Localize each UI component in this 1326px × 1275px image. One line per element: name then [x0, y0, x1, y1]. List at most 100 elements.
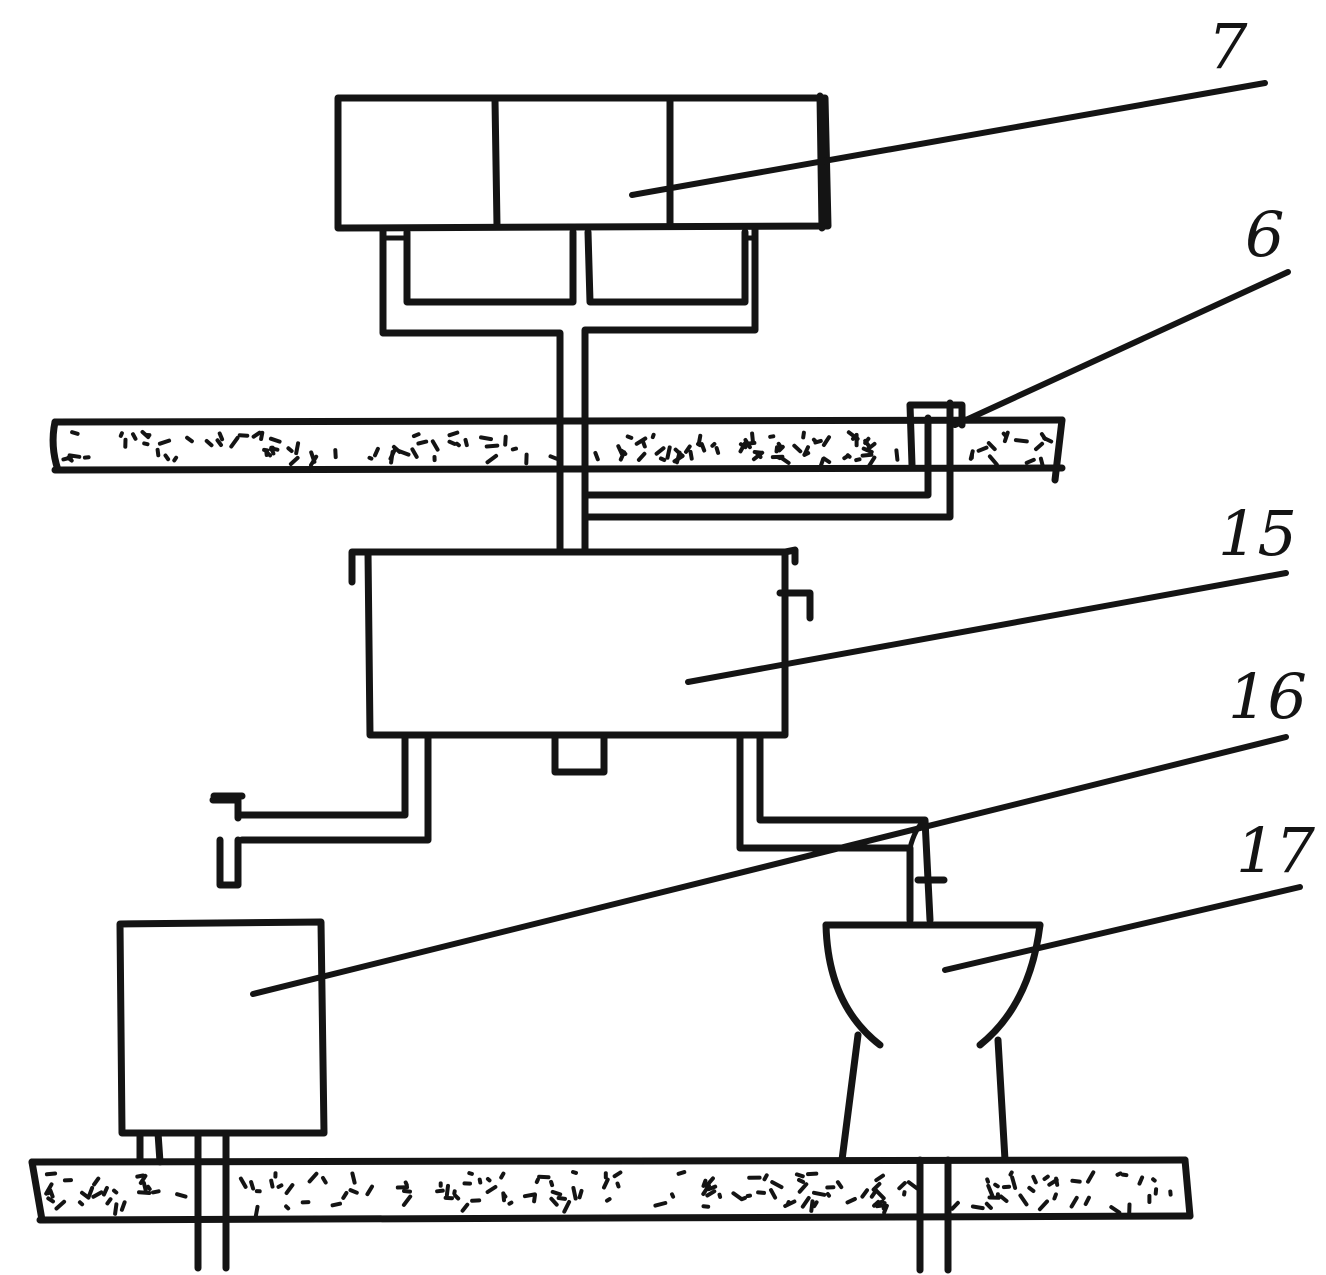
slab-speck [341, 1191, 349, 1200]
slab-speck [276, 1183, 284, 1189]
slab-speck [818, 456, 826, 469]
slab-speck [321, 1176, 328, 1185]
slab-speck [1018, 1193, 1029, 1207]
lower-tank [116, 918, 328, 1272]
slab-speck [738, 441, 747, 454]
slab-speck [1086, 1170, 1096, 1184]
slab-speck [658, 456, 667, 462]
slab-speck [696, 442, 702, 448]
slab-speck [706, 1184, 718, 1192]
slab-speck [522, 1192, 537, 1199]
slab-speck [70, 430, 80, 436]
slab-speck [141, 1181, 148, 1193]
label-15: 15 [1218, 497, 1297, 570]
slab-speck [605, 1197, 612, 1203]
slab-speck [675, 450, 682, 465]
slab-speck [970, 1204, 985, 1211]
slab-speck [821, 435, 831, 447]
slab-speck [987, 454, 999, 467]
slab-speck [654, 446, 666, 456]
slab-speck [284, 1183, 295, 1195]
slab-speck [1120, 1172, 1129, 1178]
slab-speck [485, 1185, 498, 1194]
slab-speck [113, 1202, 119, 1216]
slab-speck [999, 1194, 1009, 1203]
slab-speck [778, 455, 791, 465]
slab-speck [217, 431, 225, 442]
slab-speck [776, 441, 783, 449]
slab-speck [701, 1204, 711, 1209]
slab-speck [697, 433, 703, 445]
slab-speck [411, 432, 421, 439]
slab-speck [137, 1190, 152, 1195]
slab-speck [665, 445, 672, 460]
upper-floor-slab [49, 416, 1066, 484]
slab-speck [112, 1188, 119, 1195]
slab-speck [792, 443, 803, 454]
slab-speck [1047, 1178, 1059, 1187]
slab-speck [813, 438, 823, 445]
slab-speck [863, 438, 871, 448]
slab-speck [365, 1184, 374, 1197]
slab-speck [397, 449, 411, 457]
toilet [822, 921, 1044, 1274]
slab-speck [762, 1173, 769, 1182]
slab-speck [401, 1194, 413, 1207]
slab-speck [705, 1189, 717, 1198]
slab-speck [249, 1180, 256, 1191]
slab-speck [284, 1204, 291, 1211]
slab-speck [44, 1171, 58, 1177]
slab-speck [229, 435, 240, 449]
slab-speck [172, 455, 179, 463]
slab-speck [253, 1204, 260, 1219]
slab-speck [1037, 1199, 1049, 1212]
slab-speck [872, 1199, 885, 1207]
slab-speck [138, 1173, 148, 1185]
slab-speck [906, 1180, 920, 1191]
slab-speck [1109, 1205, 1122, 1215]
slab-speck [801, 430, 806, 440]
slab-speck [463, 437, 469, 448]
slab-speck [477, 1177, 483, 1185]
slab-speck [485, 1177, 492, 1183]
slab-speck [430, 439, 440, 452]
label-6: 6 [1245, 198, 1284, 271]
slab-speck [809, 1199, 815, 1213]
slab-speck [507, 1200, 514, 1206]
slab-speck [794, 1172, 805, 1179]
slab-speck [46, 1196, 55, 1204]
slab-speck [770, 1180, 784, 1190]
slab-speck [119, 1200, 127, 1212]
slab-speck [485, 453, 499, 465]
slab-speck [286, 446, 294, 453]
slab-speck [1031, 1174, 1038, 1185]
slab-speck [1008, 1170, 1014, 1177]
slab-speck [860, 452, 874, 458]
middle-tank [348, 546, 814, 776]
slab-speck [897, 1181, 907, 1191]
slab-speck [238, 1176, 248, 1189]
slab-speck [1013, 438, 1029, 444]
slab-speck [204, 439, 214, 448]
slab-speck [616, 444, 624, 457]
slab-speck [984, 1201, 993, 1210]
slab-speck [881, 1201, 887, 1211]
slab-speck [750, 431, 755, 444]
slab-speck [155, 447, 161, 458]
slab-speck [1034, 441, 1045, 452]
top-tank-outlet-pipes [379, 224, 759, 556]
slab-speck [864, 441, 877, 452]
slab-speck [271, 446, 280, 452]
bypass-valve-pipe [581, 399, 966, 521]
slab-speck [636, 451, 647, 462]
slab-speck [615, 1181, 621, 1189]
slab-speck [550, 1189, 563, 1197]
slab-speck [593, 451, 600, 462]
slab-speck [634, 436, 648, 446]
slab-speck [1039, 432, 1048, 441]
slab-speck [641, 439, 647, 449]
slab-speck [501, 1191, 506, 1203]
slab-speck [48, 1188, 55, 1199]
slab-speck [842, 454, 849, 461]
slab-speck [1010, 1175, 1018, 1190]
